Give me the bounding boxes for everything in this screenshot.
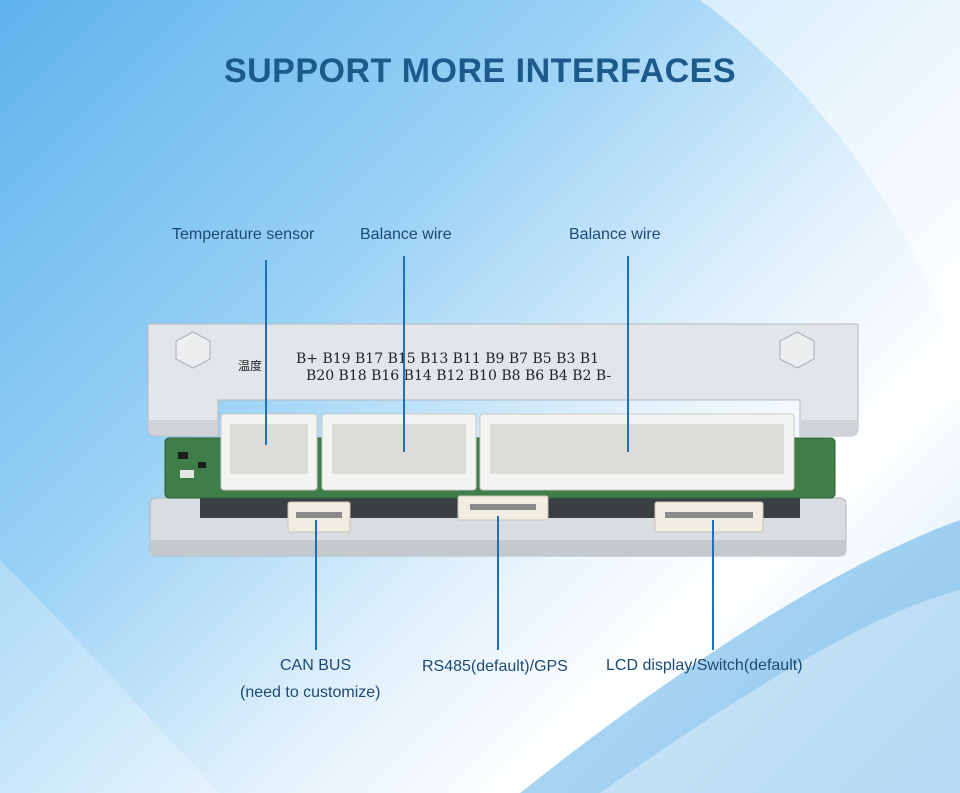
leader-rs485 bbox=[497, 516, 499, 650]
temp-mark-print: 温度 bbox=[238, 358, 262, 373]
screw-left bbox=[175, 331, 211, 369]
label-rs485: RS485(default)/GPS bbox=[422, 658, 568, 675]
label-can-bus: CAN BUS bbox=[280, 657, 352, 674]
leader-balance-wire-1 bbox=[403, 256, 405, 452]
screw-right bbox=[779, 331, 815, 369]
label-temperature-sensor: Temperature sensor bbox=[172, 226, 315, 243]
page-title: SUPPORT MORE INTERFACES bbox=[223, 52, 737, 90]
label-balance-wire-2: Balance wire bbox=[569, 226, 661, 243]
pin-row-1-print: B+ B19 B17 B15 B13 B11 B9 B7 B5 B3 B1 bbox=[296, 351, 599, 367]
leader-balance-wire-2 bbox=[627, 256, 629, 452]
leader-temperature-sensor bbox=[265, 260, 267, 445]
label-balance-wire-1: Balance wire bbox=[360, 226, 452, 243]
label-lcd: LCD display/Switch(default) bbox=[606, 657, 803, 674]
leader-can-bus bbox=[315, 520, 317, 650]
label-can-bus-note: (need to customize) bbox=[240, 684, 381, 701]
pin-row-2-print: B20 B18 B16 B14 B12 B10 B8 B6 B4 B2 B- bbox=[306, 368, 611, 384]
leader-lcd bbox=[712, 520, 714, 650]
